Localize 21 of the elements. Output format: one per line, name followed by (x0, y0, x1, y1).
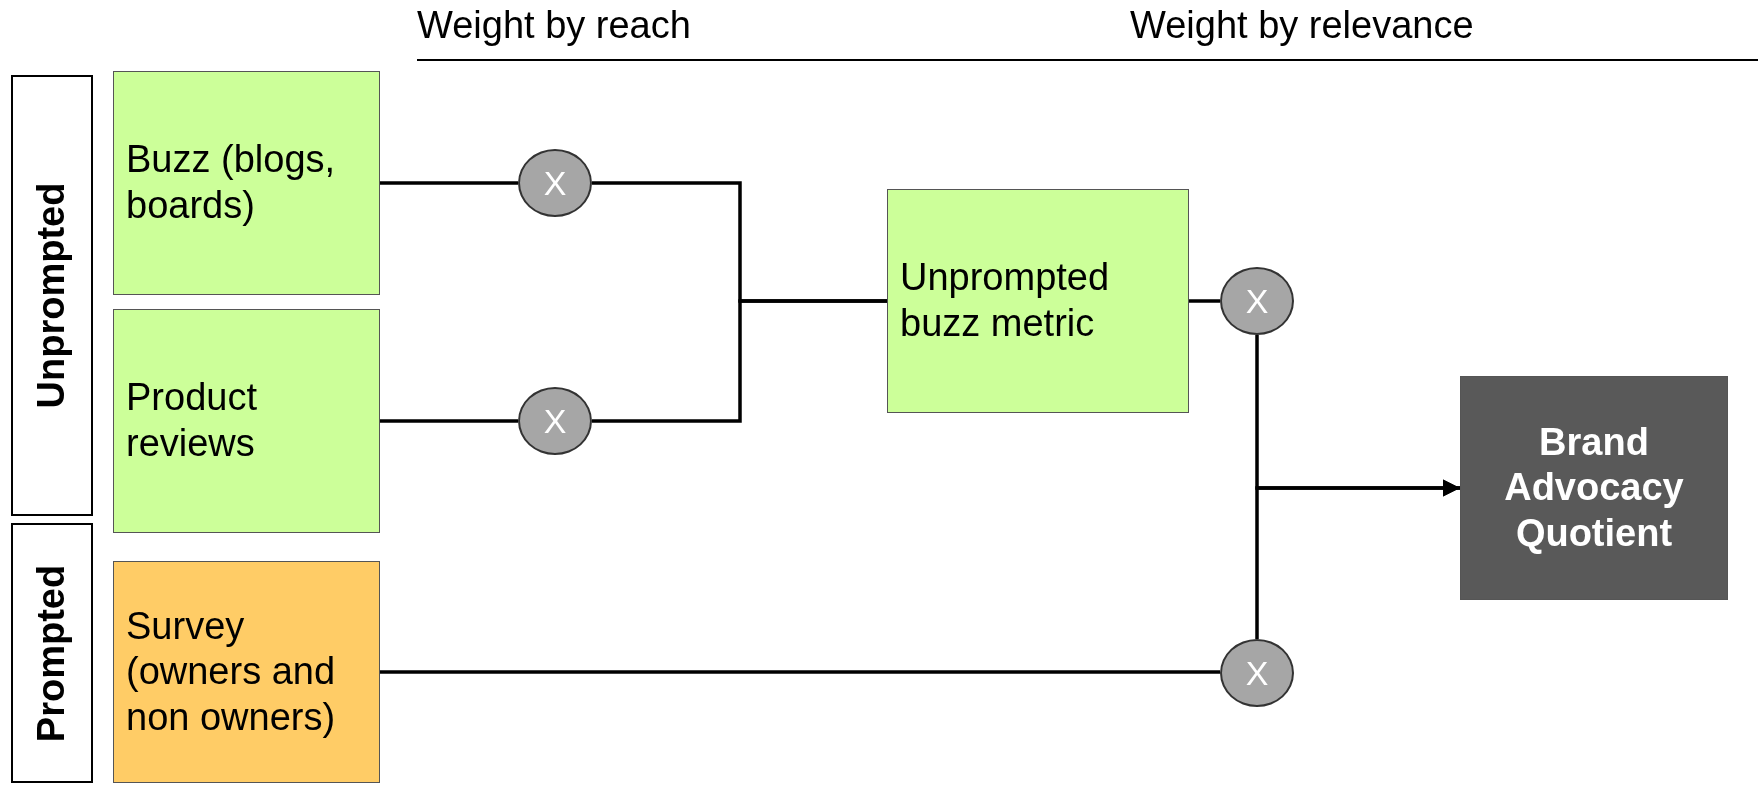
input-box: Survey (owners and non owners) (113, 561, 380, 783)
connector-line (380, 419, 518, 423)
connector-line (592, 299, 887, 423)
multiply-node: X (1220, 267, 1294, 335)
connector-line (380, 670, 1220, 674)
multiply-node: X (518, 387, 592, 455)
input-box: Unprompted buzz metric (887, 189, 1189, 413)
arrow (1255, 479, 1460, 639)
band-label: Prompted (30, 564, 74, 742)
connector-line (380, 181, 518, 185)
input-box: Buzz (blogs, boards) (113, 71, 380, 295)
result-box: Brand Advocacy Quotient (1460, 376, 1728, 600)
group-band (11, 75, 93, 516)
column-heading: Weight by reach (417, 4, 691, 47)
multiply-node: X (518, 149, 592, 217)
column-heading: Weight by relevance (1130, 4, 1474, 47)
input-box: Product reviews (113, 309, 380, 533)
group-band (11, 523, 93, 783)
connector-line (1189, 299, 1220, 303)
band-label: Unprompted (30, 182, 74, 409)
multiply-node: X (1220, 639, 1294, 707)
